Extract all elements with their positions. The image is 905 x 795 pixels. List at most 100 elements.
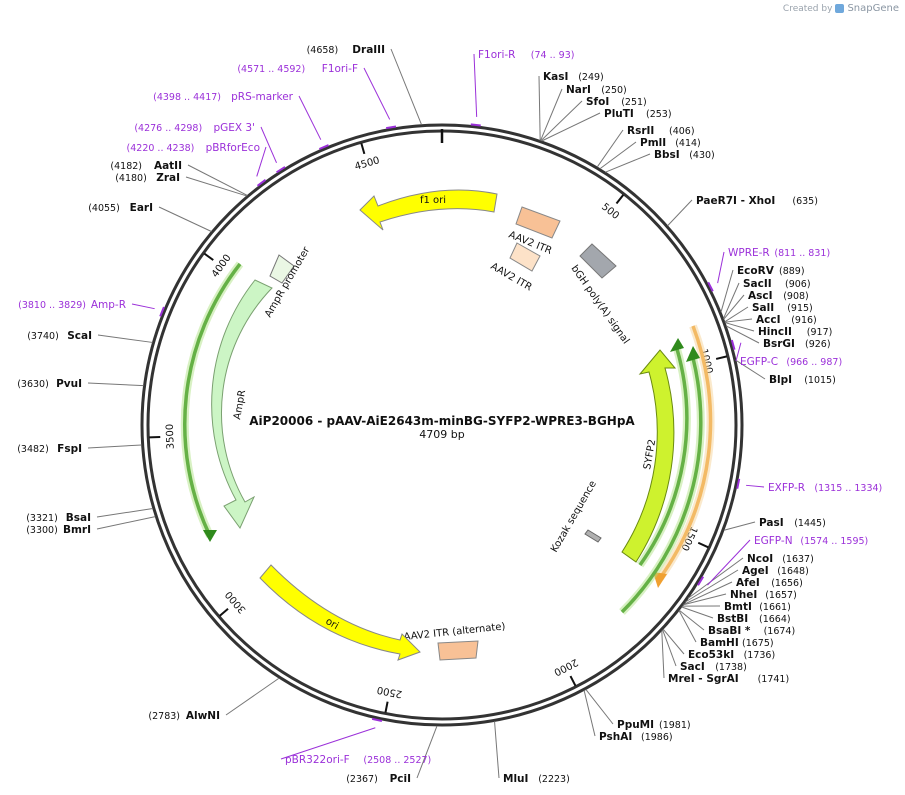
site-name[interactable]: BsaI <box>66 512 91 524</box>
primer-mark <box>276 166 286 174</box>
primer-name[interactable]: pRS-marker <box>231 91 294 103</box>
site-name[interactable]: AfeI <box>736 577 760 589</box>
site-connector <box>187 164 248 196</box>
site-position: (3482) <box>17 444 49 455</box>
site-name[interactable]: ScaI <box>67 330 92 342</box>
primer-name[interactable]: pGEX 3' <box>213 122 255 134</box>
site-name[interactable]: SacII <box>743 278 772 290</box>
site-name[interactable]: BsrGI <box>763 338 795 350</box>
site-position: (1445) <box>794 518 826 529</box>
orf-arc-green-2 <box>620 357 703 614</box>
feature-aav2-itr-1[interactable] <box>515 206 561 239</box>
primer-name[interactable]: F1ori-F <box>322 63 358 75</box>
site-connector <box>599 141 637 170</box>
site-name[interactable]: PluTI <box>604 108 634 120</box>
tick-label: 3500 <box>165 424 177 450</box>
site-connector <box>723 294 745 320</box>
primer-name[interactable]: pBRforEco <box>206 142 260 154</box>
site-position: (1986) <box>641 732 673 743</box>
site-position: (4180) <box>115 173 147 184</box>
feature-label-aav2-itr-alt: AAV2 ITR (alternate) <box>403 621 506 643</box>
site-name[interactable]: AscI <box>748 290 773 302</box>
site-connector <box>735 359 766 380</box>
primer-mark <box>371 717 383 722</box>
site-name[interactable]: AlwNI <box>186 710 220 722</box>
primer-name[interactable]: pBR322ori-F <box>285 754 350 766</box>
primer-name[interactable]: F1ori-R <box>478 49 515 61</box>
site-name[interactable]: DraIII <box>352 44 385 56</box>
site-name[interactable]: AatII <box>154 160 182 172</box>
site-position: (635) <box>792 196 818 207</box>
site-name[interactable]: PasI <box>759 517 784 529</box>
site-name[interactable]: PmlI <box>640 137 666 149</box>
site-name[interactable]: EarI <box>130 202 153 214</box>
site-name[interactable]: FspI <box>57 443 82 455</box>
feature-syfp2[interactable] <box>621 349 677 563</box>
primer-label-group: F1ori-R(74 .. 93)F1ori-F(4571 .. 4592)pR… <box>18 49 882 766</box>
site-connector <box>678 609 705 631</box>
site-connector <box>96 516 156 530</box>
feature-ampr-promoter[interactable] <box>269 254 295 284</box>
site-name[interactable]: RsrII <box>627 125 654 137</box>
primer-mark <box>256 179 267 187</box>
site-name[interactable]: HincII <box>758 326 792 338</box>
site-name[interactable]: SacI <box>680 661 705 673</box>
feature-aav2-itr-2[interactable] <box>509 242 541 272</box>
feature-f1-ori[interactable] <box>359 189 498 231</box>
site-name[interactable]: EcoRV <box>737 265 775 277</box>
site-position: (406) <box>669 126 695 137</box>
site-name[interactable]: PciI <box>390 773 411 785</box>
feature-bgh-polya[interactable] <box>579 243 617 279</box>
orf-green-1-arrowhead <box>670 338 684 352</box>
tick-mark <box>203 252 214 261</box>
feature-aav2-itr-alt[interactable] <box>437 640 479 661</box>
site-name[interactable]: BlpI <box>769 374 792 386</box>
site-name[interactable]: BsaBI * <box>708 625 751 637</box>
tick-label: 3000 <box>224 589 249 615</box>
site-name[interactable]: PaeR7I - XhoI <box>696 195 775 207</box>
site-position: (926) <box>805 339 831 350</box>
site-name[interactable]: Eco53kI <box>688 649 734 661</box>
site-name[interactable]: PpuMI <box>617 719 654 731</box>
orf-green-2-arrowhead <box>686 346 700 362</box>
site-position: (1664) <box>759 614 791 625</box>
site-connector <box>723 521 756 531</box>
site-connector <box>541 112 601 142</box>
primer-position: (4398 .. 4417) <box>153 92 221 103</box>
site-position: (906) <box>785 279 811 290</box>
feature-ampr[interactable] <box>211 279 273 529</box>
tick-mark <box>360 143 366 155</box>
site-name[interactable]: ZraI <box>156 172 180 184</box>
site-name[interactable]: NheI <box>730 589 757 601</box>
site-name[interactable]: KasI <box>543 71 568 83</box>
site-name[interactable]: NarI <box>566 84 591 96</box>
feature-kozak[interactable] <box>584 529 602 543</box>
site-name[interactable]: SfoI <box>586 96 609 108</box>
primer-name[interactable]: WPRE-R <box>728 247 770 259</box>
primer-name[interactable]: Amp-R <box>91 299 126 311</box>
site-connector <box>678 610 697 643</box>
site-name[interactable]: PshAI <box>599 731 632 743</box>
site-name[interactable]: BbsI <box>654 149 680 161</box>
primer-mark <box>385 125 397 130</box>
site-name[interactable]: SalI <box>752 302 774 314</box>
site-name[interactable]: PvuI <box>56 378 82 390</box>
primer-name[interactable]: EGFP-C <box>740 356 778 368</box>
primer-name[interactable]: EGFP-N <box>754 535 793 547</box>
site-name[interactable]: MreI - SgrAI <box>668 673 739 685</box>
site-name[interactable]: BamHI <box>700 637 739 649</box>
site-name[interactable]: BmtI <box>724 601 752 613</box>
site-name[interactable]: NcoI <box>747 553 773 565</box>
site-name[interactable]: BmrI <box>63 524 91 536</box>
site-name[interactable]: AccI <box>756 314 780 326</box>
site-position: (253) <box>646 109 672 120</box>
site-name[interactable]: BstBI <box>717 613 748 625</box>
primer-connector <box>256 146 267 177</box>
feature-ori[interactable] <box>259 564 421 661</box>
site-connector <box>585 689 614 725</box>
site-name[interactable]: MluI <box>503 773 528 785</box>
site-connector <box>87 444 142 449</box>
orf-arc-ampr-halo <box>180 261 244 538</box>
primer-name[interactable]: EXFP-R <box>768 482 805 494</box>
site-name[interactable]: AgeI <box>742 565 769 577</box>
